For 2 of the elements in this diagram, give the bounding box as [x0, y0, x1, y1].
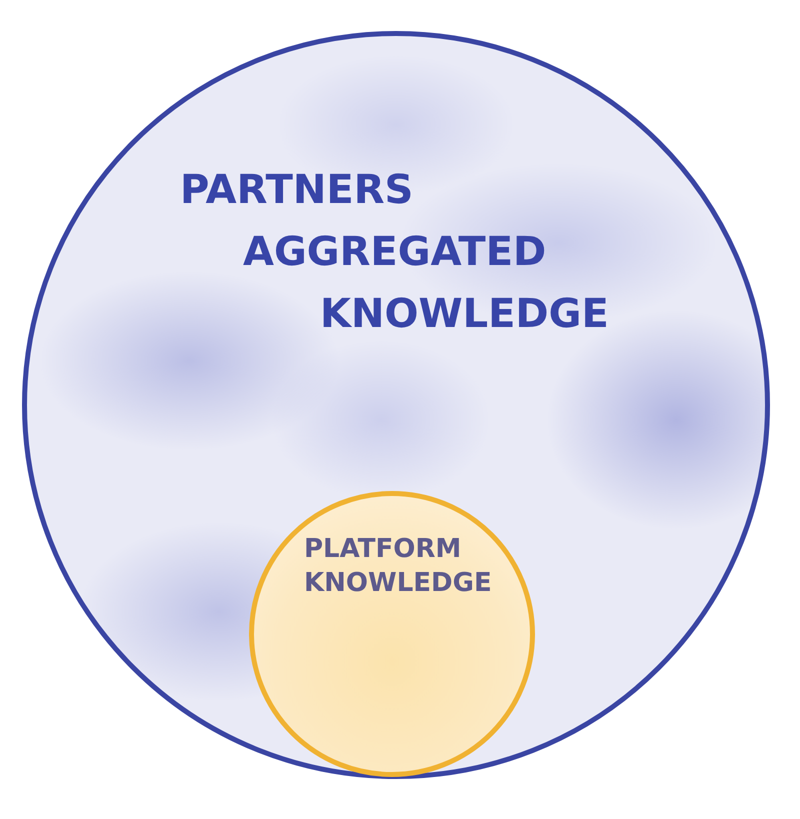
- inner-circle-label: PLATFORM KNOWLEDGE: [304, 533, 493, 600]
- outer-circle-label: PARTNERS AGGREGATED KNOWLEDGE: [180, 166, 610, 339]
